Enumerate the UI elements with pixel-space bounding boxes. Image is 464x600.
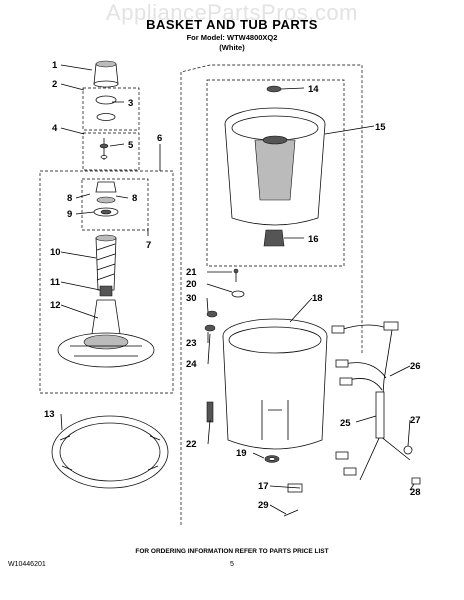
part-16-hub <box>263 229 285 247</box>
part-22-hose <box>206 401 214 423</box>
callout-label: 8 <box>132 193 137 204</box>
callout-label: 1 <box>52 60 58 71</box>
callout-label: 25 <box>340 418 351 429</box>
part-5-bolt <box>99 138 109 160</box>
callout-numbers: 1 2 3 4 5 6 8 8 9 7 10 11 12 13 14 15 16… <box>44 60 421 511</box>
callout-label: 8 <box>67 193 72 204</box>
callout-label: 18 <box>312 293 323 304</box>
part-28-clip <box>411 477 421 485</box>
model-line: For Model: WTW4800XQ2 <box>186 33 278 42</box>
part-30-seal <box>206 310 218 318</box>
page-number: 5 <box>230 561 234 568</box>
callout-label: 29 <box>258 500 269 511</box>
callout-label: 19 <box>236 448 247 459</box>
callout-label: 9 <box>67 209 72 220</box>
part-10-auger <box>95 234 117 291</box>
callout-label: 2 <box>52 79 57 90</box>
callout-label: 27 <box>410 415 421 426</box>
part-8-9-coupler <box>93 181 119 217</box>
callout-label: 10 <box>50 247 61 258</box>
callout-label: 28 <box>410 487 421 498</box>
group-box-2-3 <box>82 87 140 131</box>
callout-label: 22 <box>186 439 197 450</box>
callout-label: 24 <box>186 359 197 370</box>
group-box-6 <box>39 170 174 394</box>
part-21-screw <box>233 268 239 282</box>
part-29-screw <box>283 509 299 517</box>
part-11-cam <box>99 285 113 297</box>
callout-label: 13 <box>44 409 55 420</box>
part-3-ring <box>95 95 117 121</box>
callout-label: 3 <box>128 98 133 109</box>
document-number: W10446201 <box>8 561 46 568</box>
part-13-balance-ring <box>51 415 169 489</box>
callout-label: 23 <box>186 338 197 349</box>
callout-label: 21 <box>186 267 197 278</box>
callout-label: 17 <box>258 481 269 492</box>
part-20-washer <box>231 290 245 298</box>
group-box-4-5 <box>82 132 140 171</box>
part-23-bearing <box>204 324 216 332</box>
diagram-title: BASKET AND TUB PARTS <box>146 17 318 32</box>
callout-label: 15 <box>375 122 386 133</box>
ordering-note: FOR ORDERING INFORMATION REFER TO PARTS … <box>135 548 329 555</box>
callout-label: 16 <box>308 234 319 245</box>
color-line: (White) <box>219 43 245 52</box>
part-14-nut <box>266 85 282 93</box>
group-box-7 <box>81 178 149 231</box>
callout-label: 4 <box>52 123 58 134</box>
part-25-sensor <box>375 391 385 439</box>
callout-label: 6 <box>157 133 162 144</box>
callout-label: 26 <box>410 361 421 372</box>
callout-label: 14 <box>308 84 319 95</box>
callout-label: 7 <box>146 240 151 251</box>
part-1-agitator-cap <box>93 60 119 88</box>
group-box-15 <box>206 79 345 267</box>
assembly-connector-line <box>180 64 363 525</box>
part-15-basket <box>224 107 326 226</box>
callout-label: 30 <box>186 293 197 304</box>
part-12-agitator-base <box>57 299 155 368</box>
callout-label: 11 <box>50 277 61 288</box>
callout-label: 5 <box>128 140 134 151</box>
callout-label: 20 <box>186 279 197 290</box>
watermark-text: AppliancePartsPros.com <box>106 0 358 25</box>
part-19-seal <box>264 455 280 463</box>
callout-label: 12 <box>50 300 61 311</box>
part-27-connector <box>403 445 413 455</box>
part-18-tub <box>222 318 328 450</box>
